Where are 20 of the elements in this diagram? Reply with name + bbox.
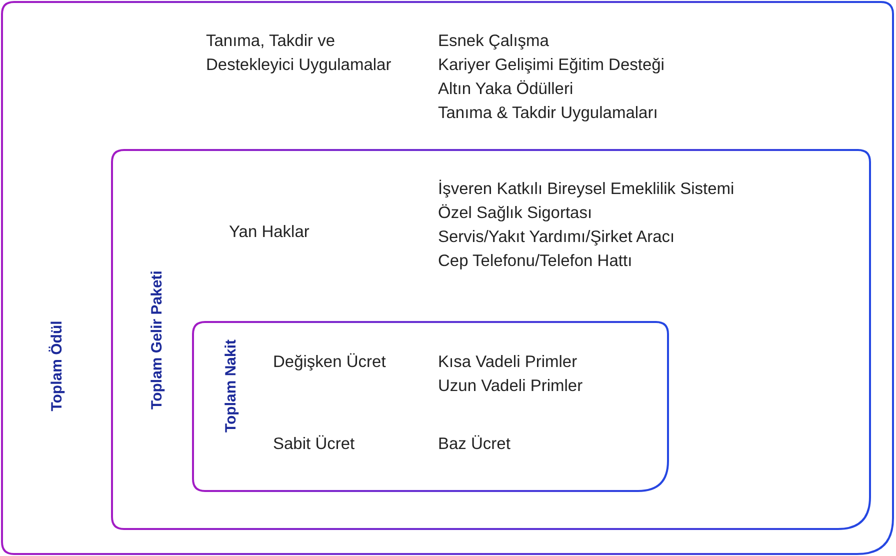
benefit-item: Servis/Yakıt Yardımı/Şirket Aracı (438, 227, 675, 248)
rounded-panel (111, 149, 871, 530)
category-label: Tanıma, Takdir ve Destekleyici Uygulamalar (206, 31, 392, 76)
benefit-item: Altın Yaka Ödülleri (438, 79, 574, 100)
benefit-item: Sabit Ücret (273, 434, 355, 455)
section-label: Toplam Gelir Paketi (148, 270, 166, 410)
section-label: Toplam Ödül (48, 320, 66, 412)
category-label: Değişken Ücret (273, 352, 386, 373)
benefit-item: İşveren Katkılı Bireysel Emeklilik Sistemi (438, 178, 734, 200)
benefit-item: Uzun Vadeli Primler (438, 376, 583, 397)
section-label: Toplam Nakit (222, 339, 240, 433)
benefit-item: Tanıma & Takdir Uygulamaları (438, 103, 658, 124)
benefit-item: Baz Ücret (438, 434, 510, 455)
benefit-item: Esnek Çalışma (438, 31, 549, 52)
benefit-item: Kariyer Gelişimi Eğitim Desteği (438, 55, 664, 76)
rounded-panel (192, 321, 669, 492)
benefit-item: Özel Sağlık Sigortası (438, 203, 592, 224)
benefit-item: Kısa Vadeli Primler (438, 352, 578, 373)
benefit-item: Cep Telefonu/Telefon Hattı (438, 251, 632, 272)
category-label: Yan Haklar (229, 222, 310, 243)
